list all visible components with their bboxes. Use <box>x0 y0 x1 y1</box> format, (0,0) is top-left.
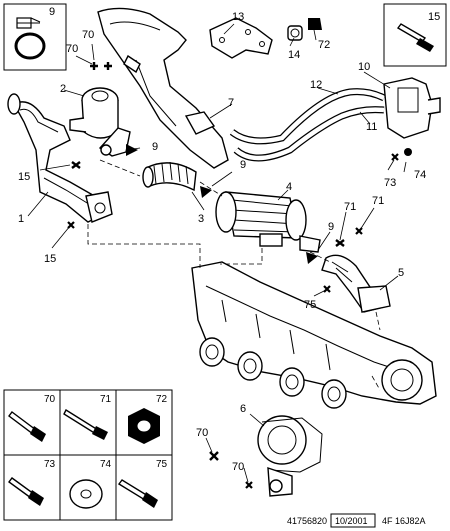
legend-label-75: 75 <box>156 459 168 470</box>
callout-15-bolt: 15 <box>428 11 440 23</box>
callout-15: 15 <box>44 253 56 265</box>
callout-75: 75 <box>304 299 316 311</box>
legend-cell-70: 70 <box>8 394 56 442</box>
small-nut <box>308 18 322 30</box>
arrow-icon <box>200 186 212 198</box>
callout-7: 7 <box>228 97 234 109</box>
callout-9-clamp: 9 <box>49 6 55 18</box>
callout-9: 9 <box>152 141 158 153</box>
egr-cooler <box>215 191 321 253</box>
callout-5: 5 <box>398 267 404 279</box>
callout-3: 3 <box>198 213 204 225</box>
throttle-housing <box>257 415 323 497</box>
legend-cell-73: 73 <box>8 459 56 506</box>
legend-label-72: 72 <box>156 394 168 405</box>
flexible-hose <box>142 161 197 192</box>
callout-14: 14 <box>288 49 300 61</box>
heat-shield <box>97 7 229 169</box>
legend-label-70: 70 <box>44 394 56 405</box>
inset-box-bolt <box>383 3 447 67</box>
footer-date: 10/2001 <box>335 516 368 526</box>
legend-label-73: 73 <box>44 459 56 470</box>
callout-71: 71 <box>372 195 384 207</box>
legend-cell-75: 75 <box>117 459 168 508</box>
callout-9: 9 <box>328 221 334 233</box>
intake-manifold <box>191 261 437 409</box>
part-callouts: 9 70 70 2 7 13 14 72 15 10 12 11 73 74 1… <box>18 6 440 473</box>
callout-10: 10 <box>358 61 370 73</box>
callout-13: 13 <box>232 11 244 23</box>
callout-1: 1 <box>18 213 24 225</box>
callout-4: 4 <box>286 181 292 193</box>
callout-73: 73 <box>384 177 396 189</box>
fastener-legend-grid: 70 71 72 73 74 75 <box>3 389 173 521</box>
callout-71: 71 <box>344 201 356 213</box>
callout-70: 70 <box>232 461 244 473</box>
solenoid-valve <box>383 77 441 139</box>
callout-70: 70 <box>196 427 208 439</box>
outlet-pipe <box>321 254 391 313</box>
footer-reference: 41756820 10/2001 4F 16J82A <box>287 513 426 528</box>
callout-9: 9 <box>240 159 246 171</box>
legend-cell-72: 72 <box>128 394 168 444</box>
grommet <box>287 25 303 41</box>
footer-ref-number: 41756820 <box>287 516 327 526</box>
callout-11: 11 <box>366 121 377 133</box>
legend-label-71: 71 <box>100 394 112 405</box>
direction-arrows <box>126 144 318 264</box>
callout-12: 12 <box>310 79 322 91</box>
leader-lines <box>27 23 407 483</box>
arrow-icon <box>306 252 318 264</box>
footer-code: 4F 16J82A <box>382 516 426 526</box>
mounting-bracket <box>209 17 273 59</box>
callout-2: 2 <box>60 83 66 95</box>
legend-cell-71: 71 <box>63 394 112 440</box>
inset-box-clamp <box>3 3 67 71</box>
callout-6: 6 <box>240 403 246 415</box>
callout-72: 72 <box>318 39 330 51</box>
legend-cell-74: 74 <box>69 459 112 509</box>
callout-70: 70 <box>82 29 94 41</box>
callout-15: 15 <box>18 171 30 183</box>
egr-pipe <box>7 93 113 223</box>
arrow-icon <box>126 144 138 156</box>
vacuum-hoses <box>229 88 386 162</box>
assembly-guide-lines <box>87 159 381 391</box>
legend-label-74: 74 <box>100 459 112 470</box>
egr-valve <box>69 87 131 157</box>
callout-70: 70 <box>66 43 78 55</box>
fastener-markers <box>67 62 412 489</box>
callout-74: 74 <box>414 169 426 181</box>
